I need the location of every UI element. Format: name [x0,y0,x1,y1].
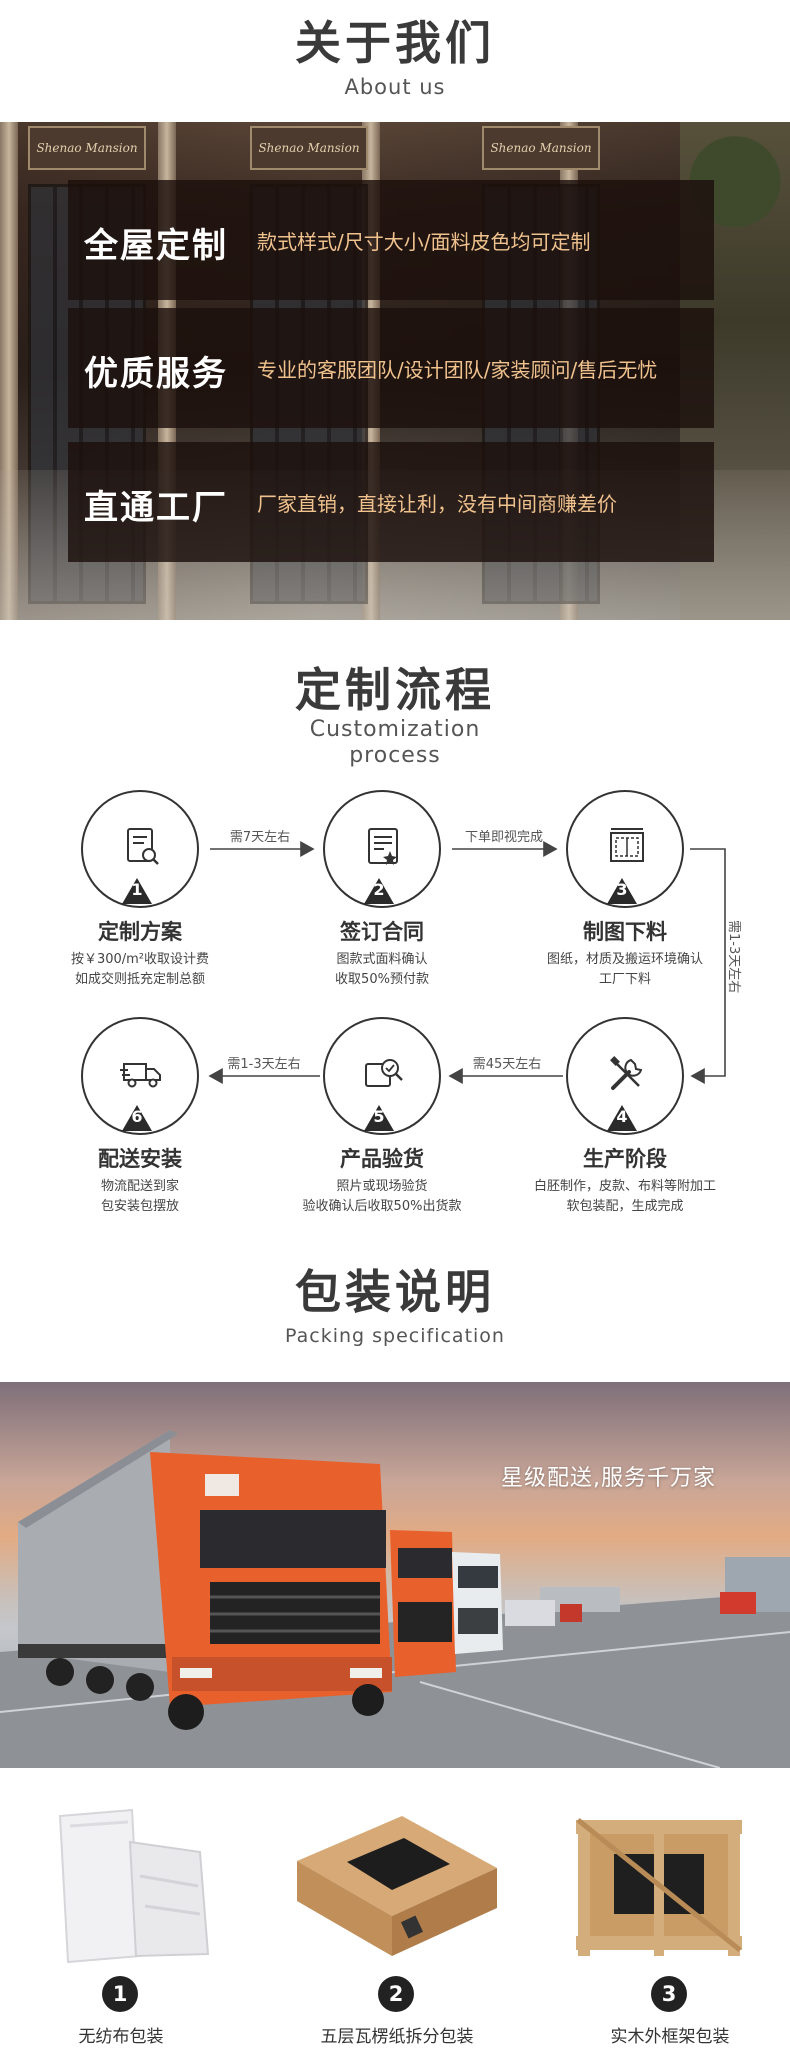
step-desc-line: 验收确认后收取50%出货款 [302,1199,462,1214]
step-desc-line: 图纸，材质及搬运环境确认 [546,952,703,967]
feature-desc: 款式样式/尺寸大小/面料皮色均可定制 [257,230,591,254]
packing-item-label: 无纺布包装 [78,2027,164,2047]
step-title: 产品验货 [340,1147,424,1171]
feature-desc: 厂家直销，直接让利，没有中间商赚差价 [257,492,617,516]
inspect-icon [365,1059,403,1087]
step-desc-line: 软包装配，生成完成 [566,1199,684,1214]
truck-banner-image: 星级配送,服务千万家 [0,1382,790,1768]
packing-number-badge: 2 [378,1976,414,2012]
arrow-3-to-4 [690,848,726,1084]
step-desc-line: 包安装包摆放 [100,1199,179,1214]
step-title: 配送安装 [98,1147,182,1171]
building-sign: Shenao Mansion [28,126,146,170]
step-number: 6 [131,1107,143,1126]
feature-title: 优质服务 [84,354,228,394]
step-desc-line: 图款式面料确认 [336,952,428,967]
step-number-badge [607,878,637,904]
step-number: 1 [131,880,143,899]
process-title: 定制流程 [295,663,495,717]
step-number-badge [364,1105,394,1131]
nonwoven-package-image [58,1808,210,1964]
step-desc-line: 照片或现场验货 [336,1179,428,1194]
step-title: 定制方案 [98,920,182,944]
about-hero-image: Shenao Mansion Shenao Mansion Shenao Man… [0,122,790,620]
packing-item-label: 五层瓦楞纸拆分包装 [320,2027,474,2047]
delivery-truck-icon [120,1063,161,1088]
contract-sign-icon [368,828,398,865]
truck-illustration [0,1430,790,1768]
packing-subtitle: Packing specification [285,1324,505,1347]
about-title: 关于我们 [295,16,495,70]
step-desc: 图款式面料确认 收取50%预付款 [262,950,502,990]
step-desc: 物流配送到家 包安装包摆放 [20,1177,260,1217]
feature-desc: 专业的客服团队/设计团队/家装顾问/售后无忧 [257,358,658,382]
feature-band-factory: 直通工厂 厂家直销，直接让利，没有中间商赚差价 [68,442,714,562]
process-subtitle-line2: process [349,742,441,768]
arrow-label-5: 需1-3天左右 [227,1057,301,1072]
step-desc-line: 按￥300/m²收取设计费 [70,952,210,967]
step-desc-line: 收取50%预付款 [335,972,429,987]
arrow-label-1: 需7天左右 [229,830,291,845]
truck-banner-caption: 星级配送,服务千万家 [501,1466,716,1491]
packing-item-label: 实木外框架包装 [610,2027,730,2047]
step-number-badge [122,878,152,904]
building-sign: Shenao Mansion [482,126,600,170]
step-number-badge [122,1105,152,1131]
step-desc: 照片或现场验货 验收确认后收取50%出货款 [262,1177,502,1217]
corrugated-box-image [297,1816,497,1956]
process-subtitle-line1: Customization [309,716,481,742]
about-section-header: 关于我们 About us [0,18,790,99]
step-number: 5 [373,1107,385,1126]
step-number: 3 [616,880,628,899]
feature-band-service: 优质服务 专业的客服团队/设计团队/家装顾问/售后无忧 [68,308,714,428]
feature-band-custom: 全屋定制 款式样式/尺寸大小/面料皮色均可定制 [68,180,714,300]
process-connectors [208,841,726,1084]
step-desc: 图纸，材质及搬运环境确认 工厂下料 [505,950,745,990]
step-number: 2 [373,880,385,899]
arrow-label-2: 下单即视完成 [464,830,543,845]
packing-number-badge: 1 [102,1976,138,2012]
step-desc: 按￥300/m²收取设计费 如成交则抵充定制总额 [20,950,260,990]
process-section-header: 定制流程 Customization process [0,665,790,768]
document-search-icon [127,828,159,865]
step-desc: 白胚制作，皮款、布料等附加工 软包装配，生成完成 [505,1177,745,1217]
packing-title: 包装说明 [295,1265,495,1319]
step-number-badge [607,1105,637,1131]
tools-icon [610,1056,643,1090]
packing-number-badge: 3 [651,1976,687,2012]
step-number-badge [364,878,394,904]
step-desc-line: 如成交则抵充定制总额 [74,972,205,987]
step-title: 生产阶段 [583,1147,667,1171]
building-sign: Shenao Mansion [250,126,368,170]
step-number: 4 [616,1107,628,1126]
step-desc-line: 白胚制作，皮款、布料等附加工 [533,1179,716,1194]
feature-title: 直通工厂 [84,488,228,528]
step-desc-line: 工厂下料 [598,972,651,987]
step-desc-line: 物流配送到家 [100,1179,179,1194]
packing-section-header: 包装说明 Packing specification [0,1267,790,1347]
about-subtitle: About us [344,74,446,99]
arrow-label-4: 需45天左右 [472,1057,542,1072]
step-title: 签订合同 [340,920,424,944]
wooden-frame-package-image [576,1818,742,1956]
blueprint-icon [610,828,644,862]
step-title: 制图下料 [583,920,667,944]
feature-title: 全屋定制 [84,226,228,266]
